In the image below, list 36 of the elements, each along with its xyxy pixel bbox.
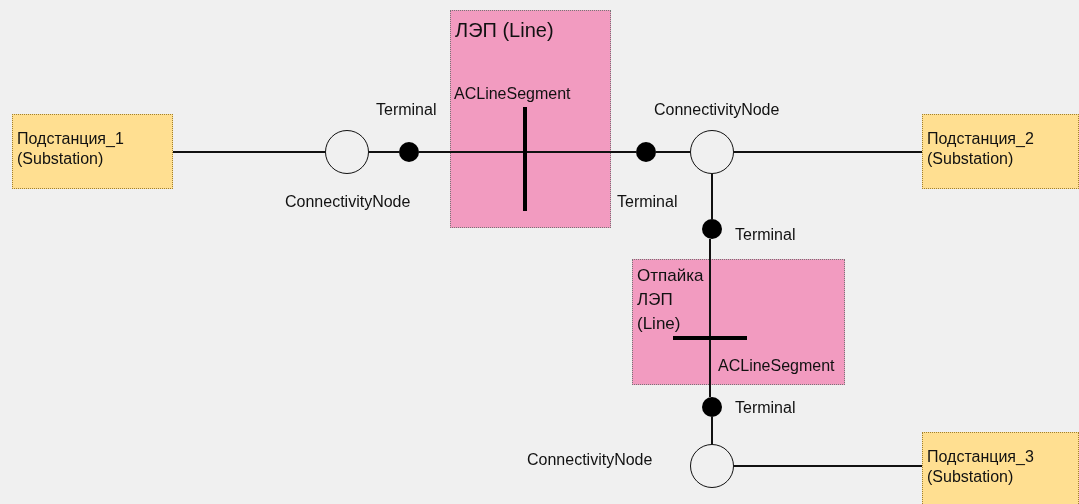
connector-line <box>709 339 711 398</box>
connector-line <box>418 151 524 153</box>
connector-line <box>526 151 637 153</box>
connector-line <box>711 173 713 220</box>
terminal-dot <box>636 142 656 162</box>
node-caption: ConnectivityNode <box>285 192 411 212</box>
terminal-dot <box>702 219 722 239</box>
node-caption: ACLineSegment <box>718 356 835 376</box>
line-area <box>632 259 845 385</box>
line-area <box>450 10 611 228</box>
terminal-dot <box>399 142 419 162</box>
node-caption: Terminal <box>376 100 437 120</box>
substation-box: Подстанция_3 (Substation) <box>922 432 1079 504</box>
substation-box: Подстанция_1 (Substation) <box>12 114 173 189</box>
node-caption: Terminal <box>735 225 796 245</box>
node-caption: ConnectivityNode <box>654 100 780 120</box>
connector-line <box>711 416 713 445</box>
connector-line <box>368 151 400 153</box>
connector-line <box>709 238 711 337</box>
line-segment-bar <box>673 336 747 340</box>
connectivity-node-circle <box>325 130 369 174</box>
connector-line <box>655 151 691 153</box>
area-title: ЛЭП (Line) <box>455 18 555 43</box>
node-caption: Terminal <box>617 192 678 212</box>
line-segment-bar <box>523 107 527 211</box>
connectivity-node-circle <box>690 444 734 488</box>
node-caption: ACLineSegment <box>454 84 571 104</box>
connectivity-node-circle <box>690 130 734 174</box>
connector-line <box>172 151 326 153</box>
node-caption: Terminal <box>735 398 796 418</box>
connector-line <box>733 465 923 467</box>
node-caption: ConnectivityNode <box>527 450 653 470</box>
terminal-dot <box>702 397 722 417</box>
area-title: Отпайка ЛЭП (Line) <box>637 265 705 335</box>
connector-line <box>733 151 923 153</box>
substation-box: Подстанция_2 (Substation) <box>922 114 1079 189</box>
